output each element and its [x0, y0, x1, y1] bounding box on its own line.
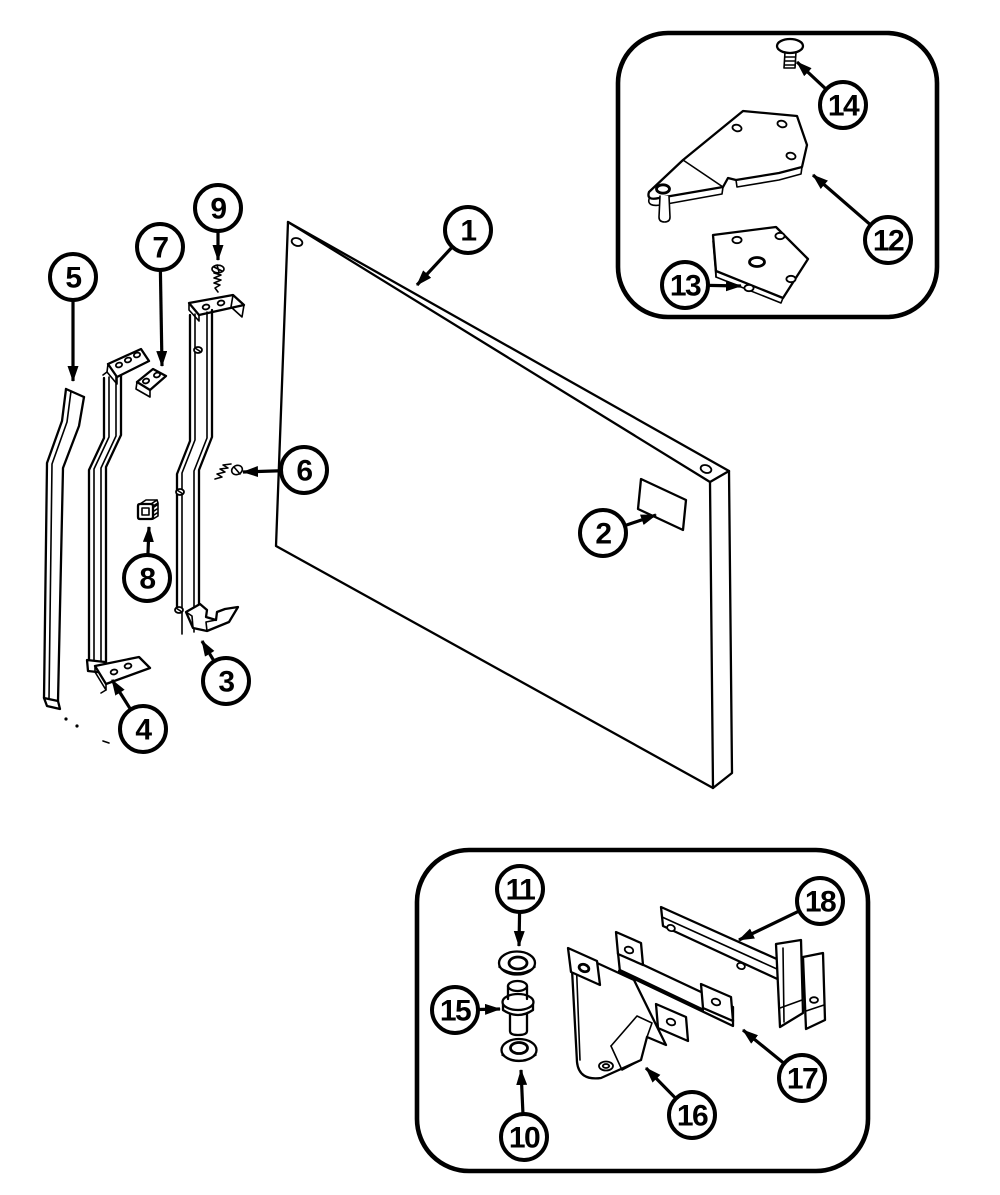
callout-number: 1: [460, 215, 476, 248]
callout-circle: [818, 80, 868, 130]
callout-2: 2: [578, 508, 657, 558]
part-12-top-hinge-plate: [647, 109, 809, 223]
part-3-hinge-rail: [174, 293, 246, 635]
callout-arrow: [142, 526, 154, 556]
callout-arrow: [741, 1028, 786, 1065]
part-16-bottom-hinge-bracket: [566, 946, 668, 1080]
inset-border-top: [615, 30, 940, 320]
callout-11: 11: [495, 864, 545, 947]
inset-bottom-hinge-detail: [414, 847, 871, 1174]
callout-arrow: [110, 679, 133, 711]
callout-circle: [135, 222, 185, 272]
part-10-washer: [500, 1037, 538, 1063]
callout-12: 12: [811, 173, 913, 265]
callout-arrow: [415, 245, 454, 287]
callout-number: 13: [670, 270, 701, 303]
callout-circle: [777, 1053, 827, 1103]
part-6-screw: [214, 463, 244, 480]
part-18-hinge-bar: [659, 905, 805, 1029]
inset-border-bottom: [414, 847, 871, 1174]
callout-4: 4: [110, 679, 168, 754]
callout-number: 9: [210, 193, 226, 226]
callout-arrow: [200, 640, 216, 663]
part-13-hinge-shim-plate: [711, 225, 810, 304]
callout-number: 16: [677, 1100, 708, 1133]
callout-number: 18: [805, 886, 836, 919]
part-9-screw: [211, 264, 225, 293]
callout-circle: [48, 252, 98, 302]
callout-number: 11: [506, 874, 536, 907]
callout-arrow: [707, 280, 742, 292]
callout-number: 12: [873, 225, 904, 258]
part-15-hinge-pin: [501, 979, 535, 1037]
part-2-name-plate: [636, 477, 688, 532]
callout-circle: [430, 985, 480, 1035]
part-17-hinge-support-bracket: [614, 930, 827, 1043]
callout-arrow: [738, 909, 800, 942]
callout-18: 18: [738, 876, 845, 942]
panel-hole-top-right: [699, 464, 713, 474]
part-7-clip-bracket: [135, 367, 168, 398]
callout-arrow: [156, 269, 168, 367]
callout-6: 6: [242, 445, 329, 495]
dot: [75, 724, 79, 728]
callout-15: 15: [430, 985, 501, 1035]
callout-circle: [499, 1112, 549, 1162]
callout-arrow: [242, 466, 282, 478]
callout-8: 8: [122, 526, 172, 603]
callout-number: 17: [787, 1063, 818, 1096]
callout-1: 1: [415, 205, 493, 287]
callout-arrow: [644, 1066, 678, 1100]
callout-number: 4: [135, 714, 152, 747]
rail-screw-dot: [174, 346, 203, 614]
callout-number: 14: [828, 90, 860, 123]
callout-number: 5: [65, 262, 81, 295]
callout-3: 3: [200, 640, 251, 706]
callout-circle: [118, 704, 168, 754]
callout-circle: [667, 1090, 717, 1140]
callout-circle: [578, 508, 628, 558]
part-14-plug-button: [775, 37, 805, 69]
callout-arrow: [513, 911, 525, 947]
callout-circle: [193, 183, 243, 233]
callout-number: 15: [440, 995, 471, 1028]
callout-number: 10: [509, 1122, 540, 1155]
callout-9: 9: [193, 183, 243, 261]
callout-arrow: [516, 1069, 528, 1115]
part-5-trim-strip: [42, 387, 110, 744]
callout-arrow: [795, 60, 828, 91]
callout-circle: [795, 876, 845, 926]
callout-circle: [495, 864, 545, 914]
callout-number: 2: [595, 518, 611, 551]
callout-circle: [201, 656, 251, 706]
part-1-outer-door-panel: [274, 220, 734, 790]
callout-13: 13: [660, 260, 742, 310]
callout-arrow: [811, 173, 872, 227]
dot: [64, 717, 68, 721]
part-4-rail-and-foot-bracket: [85, 347, 152, 694]
callout-circle: [122, 553, 172, 603]
callout-circle: [863, 215, 913, 265]
callout-10: 10: [499, 1069, 549, 1162]
callout-5: 5: [48, 252, 98, 382]
callout-arrow: [624, 513, 657, 528]
callout-14: 14: [795, 60, 868, 130]
callout-circle: [660, 260, 710, 310]
inset-top-hinge-detail: [615, 30, 940, 320]
callout-17: 17: [741, 1028, 827, 1103]
callout-number: 6: [296, 455, 312, 488]
callout-circle: [279, 445, 329, 495]
part-8-clip-nut: [136, 499, 159, 521]
callout-number: 8: [139, 563, 155, 596]
callout-circle: [443, 205, 493, 255]
callout-number: 7: [152, 232, 168, 265]
callout-number: 3: [218, 666, 234, 699]
callout-16: 16: [644, 1066, 717, 1140]
part-11-washer: [497, 950, 537, 976]
panel-hole-top-left: [290, 237, 304, 247]
callout-7: 7: [135, 222, 185, 367]
